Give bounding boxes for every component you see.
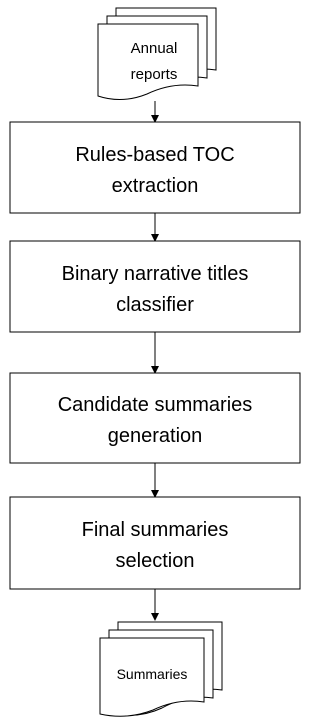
step-1-label-line-2: extraction xyxy=(112,175,199,197)
step-2-label-line-1: Binary narrative titles xyxy=(62,263,249,285)
output-documents-label: Summaries xyxy=(117,666,188,682)
step-4-label-line-2: selection xyxy=(116,550,195,572)
step-box-toc-extraction xyxy=(9,121,301,214)
step-3-label-line-2: generation xyxy=(108,425,203,447)
step-1-label-line-1: Rules-based TOC xyxy=(75,144,234,166)
step-box-narrative-titles-classifier xyxy=(9,240,301,333)
input-documents-shape xyxy=(97,7,217,100)
output-documents-shape xyxy=(99,621,223,717)
input-documents-label-line-1: Annual xyxy=(131,40,178,57)
step-box-candidate-summaries-generation xyxy=(9,372,301,464)
step-4-label-line-1: Final summaries xyxy=(82,519,229,541)
input-documents-label-line-2: reports xyxy=(131,66,178,83)
step-2-label-line-2: classifier xyxy=(116,294,194,316)
step-3-label-line-1: Candidate summaries xyxy=(58,394,253,416)
step-box-final-summaries-selection xyxy=(9,496,301,590)
